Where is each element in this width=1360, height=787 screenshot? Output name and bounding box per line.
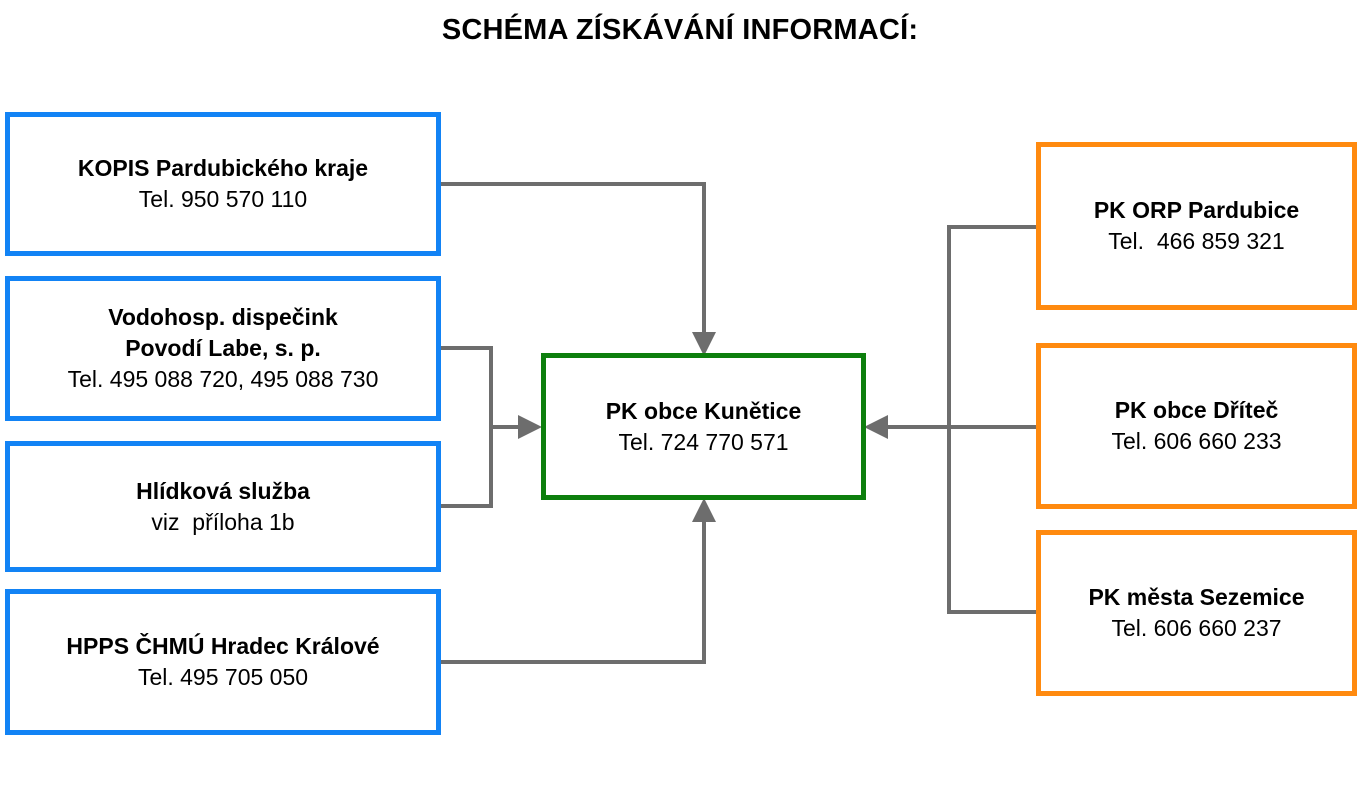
connector-vodohosp — [440, 346, 493, 508]
contact-box-sezemice: PK města Sezemice Tel. 606 660 237 — [1036, 530, 1357, 696]
source-name: KOPIS Pardubického kraje — [77, 155, 369, 181]
source-name-line-1: Vodohosp. dispečink — [108, 304, 338, 330]
source-name-line-2: Povodí Labe, s. p. — [125, 335, 321, 361]
connector-kopis — [440, 182, 716, 356]
source-box-kopis: KOPIS Pardubického kraje Tel. 950 570 11… — [5, 112, 441, 256]
diagram-title: SCHÉMA ZÍSKÁVÁNÍ INFORMACÍ: — [441, 14, 919, 46]
connector-hpps — [440, 498, 716, 664]
contact-phone: Tel. 606 660 237 — [1111, 615, 1282, 641]
contact-box-dritec: PK obce Dříteč Tel. 606 660 233 — [1036, 343, 1357, 509]
contact-phone: Tel. 466 859 321 — [1108, 228, 1285, 254]
center-box: PK obce Kunětice Tel. 724 770 571 — [541, 353, 866, 500]
center-name: PK obce Kunětice — [605, 397, 802, 424]
connector-right-bracket — [947, 225, 1039, 614]
contact-name: PK města Sezemice — [1088, 584, 1305, 610]
source-phone: Tel. 495 705 050 — [137, 664, 309, 690]
source-box-hpps: HPPS ČHMÚ Hradec Králové Tel. 495 705 05… — [5, 589, 441, 735]
contact-name: PK ORP Pardubice — [1093, 197, 1300, 223]
source-box-hlidkova: Hlídková služba viz příloha 1b — [5, 441, 441, 572]
contact-name: PK obce Dříteč — [1114, 397, 1279, 423]
source-name: Hlídková služba — [136, 477, 310, 504]
source-name: HPPS ČHMÚ Hradec Králové — [66, 633, 380, 659]
source-phone: Tel. 950 570 110 — [138, 186, 308, 212]
contact-box-orp-pardubice: PK ORP Pardubice Tel. 466 859 321 — [1036, 142, 1357, 310]
source-phone: Tel. 495 088 720, 495 088 730 — [67, 366, 379, 392]
source-note: viz příloha 1b — [151, 508, 295, 535]
source-box-vodohosp: Vodohosp. dispečink Povodí Labe, s. p. T… — [5, 276, 441, 421]
contact-phone: Tel. 606 660 233 — [1111, 428, 1282, 454]
center-phone: Tel. 724 770 571 — [618, 428, 789, 455]
